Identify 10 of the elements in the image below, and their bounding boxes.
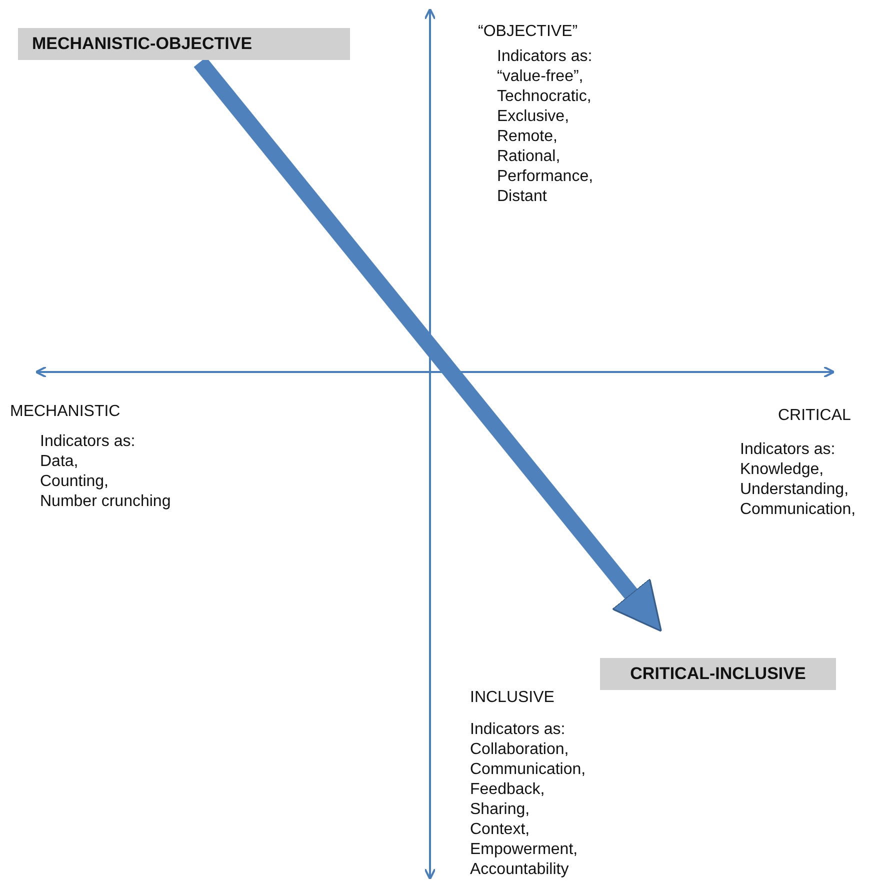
indicator-list: Indicators as: Data, Counting, Number crunching [40,432,171,512]
quadrant-banner: CRITICAL-INCLUSIVE [600,658,836,690]
axis-label: INCLUSIVE [470,688,554,708]
indicator-list: Indicators as: Knowledge, Understanding, Communication, [740,440,856,520]
indicator-list: Indicators as: Collaboration, Communication, Feedback, Sharing, Context, Empowerment, Accountability [470,720,586,880]
quadrant-banner: MECHANISTIC-OBJECTIVE [18,28,350,60]
indicator-list: Indicators as: “value-free”, Technocratic, Exclusive, Remote, Rational, Performance, Distant [497,47,594,207]
axis-label: MECHANISTIC [10,402,120,422]
axis-label: “OBJECTIVE” [478,22,578,42]
axis-label: CRITICAL [778,406,851,426]
